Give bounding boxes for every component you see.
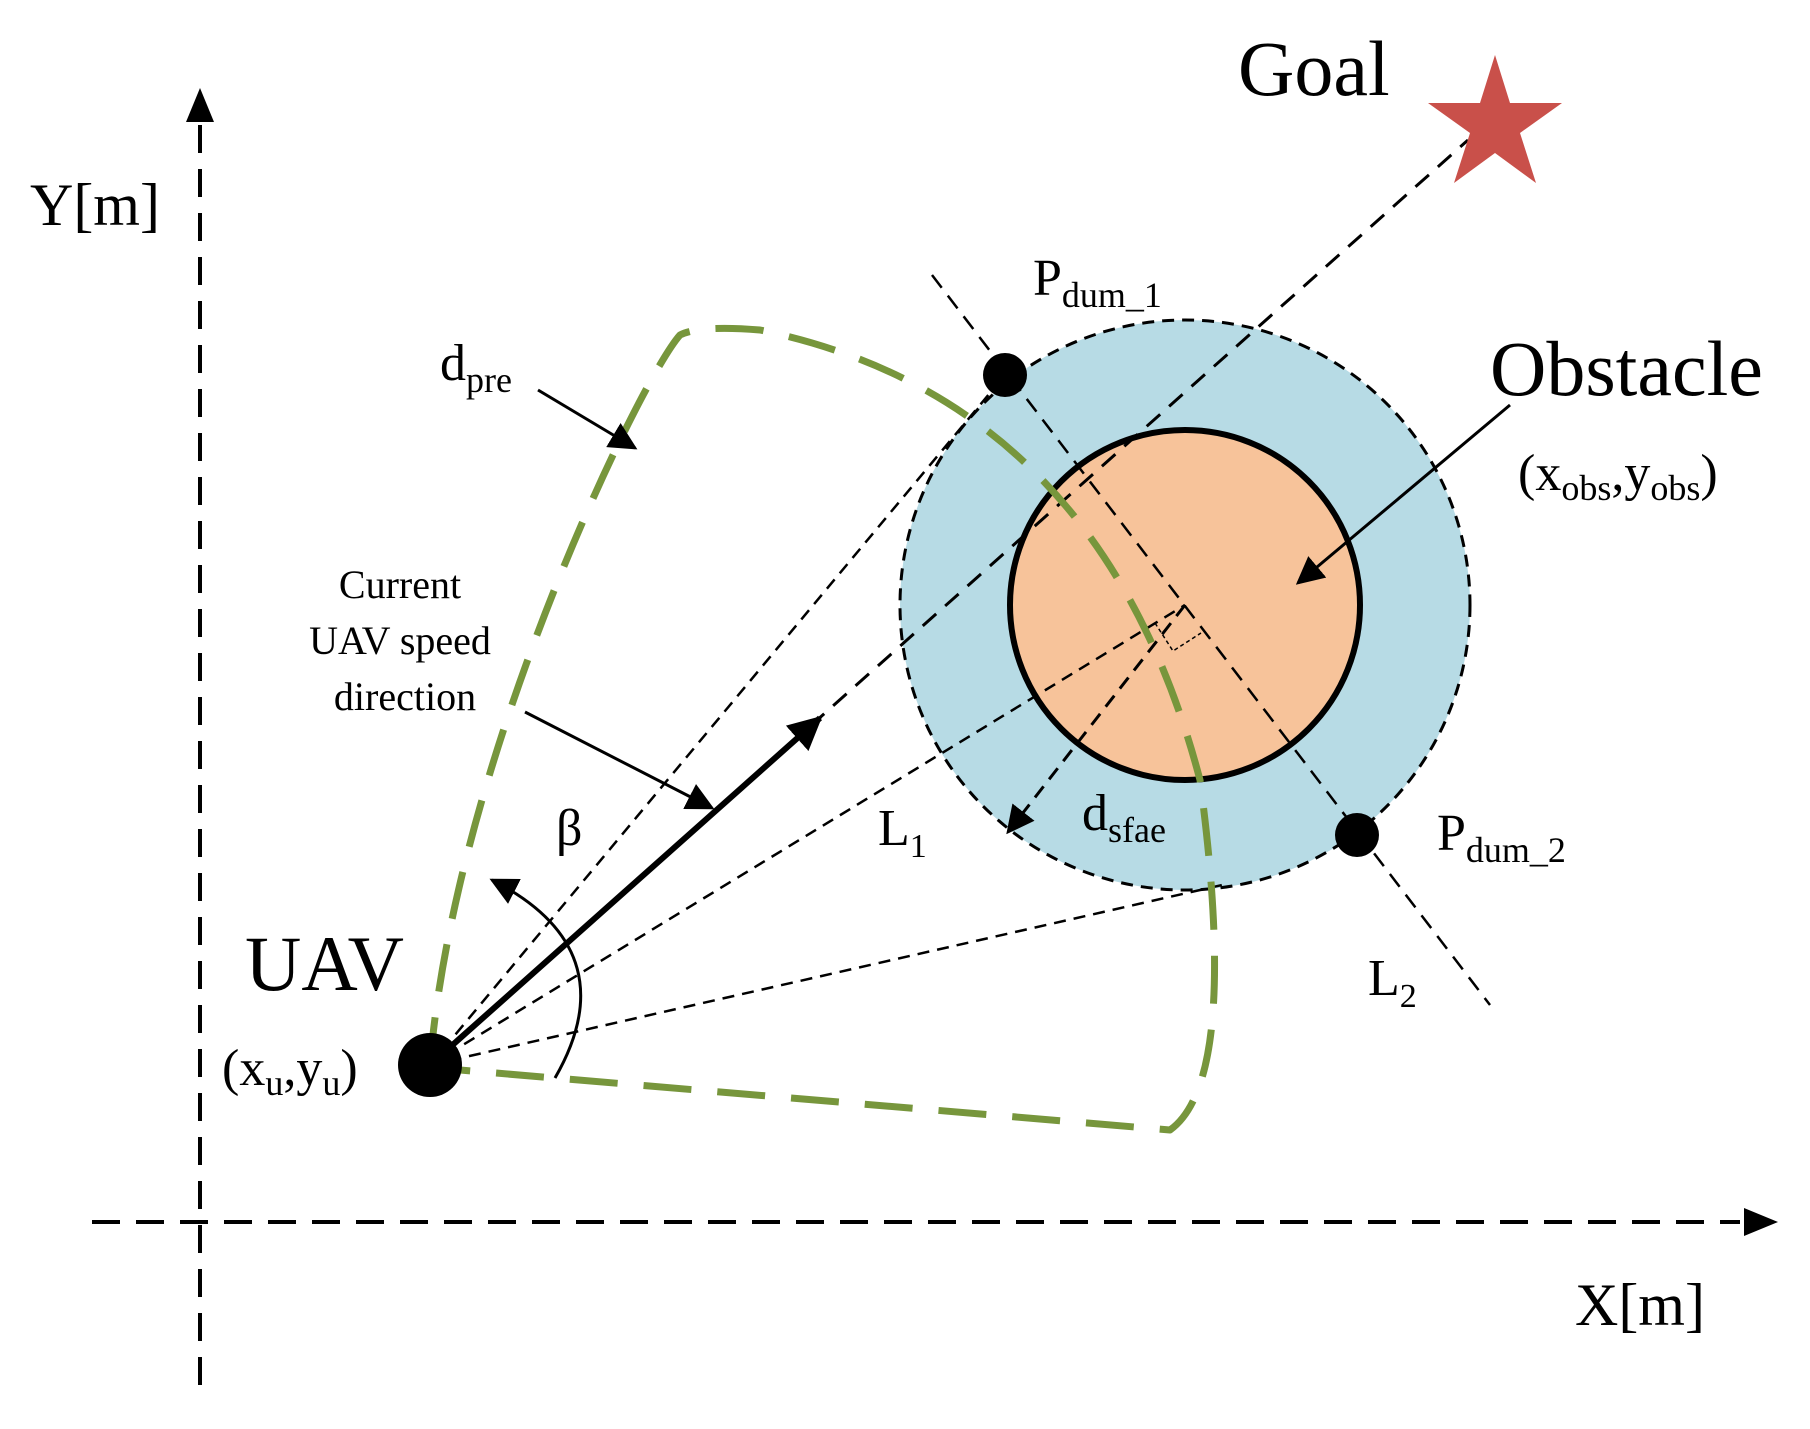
speed-direction-line-3: direction — [334, 674, 476, 719]
l2-label: L2 — [1368, 950, 1417, 1015]
speed-direction-line-2: UAV speed — [309, 618, 491, 663]
line-l1 — [429, 603, 1186, 1067]
y-axis-label: Y[m] — [30, 172, 160, 238]
d-pre-label: dpre — [440, 335, 512, 400]
tangent-line-lower — [429, 883, 1223, 1067]
p-dum-2-point — [1335, 813, 1379, 857]
speed-direction-line-1: Current — [339, 562, 461, 607]
tangent-line-pdum1 — [429, 374, 1006, 1066]
p-dum-1-label: Pdum_1 — [1033, 250, 1162, 315]
speed-label-pointer — [524, 710, 715, 810]
p-dum-2-label: Pdum_2 — [1437, 805, 1566, 870]
y-axis-arrow-icon — [186, 88, 214, 122]
line-l2 — [931, 274, 1491, 1006]
detection-boundary — [426, 324, 1219, 1134]
x-axis-arrow-icon — [1744, 1208, 1778, 1236]
obstacle-pointer — [1295, 403, 1511, 585]
x-axis-label: X[m] — [1575, 1272, 1705, 1338]
beta-label: β — [556, 800, 582, 857]
beta-angle-arc — [489, 878, 583, 1079]
speed-direction-label: Current UAV speed direction — [309, 562, 501, 719]
d-pre-pointer — [537, 388, 638, 450]
d-safe-label: dsfae — [1082, 785, 1166, 850]
uav-goal-line — [429, 138, 1469, 1067]
l1-label: L1 — [878, 800, 927, 865]
speed-direction-arrow — [428, 715, 823, 1068]
goal-star-icon — [1428, 55, 1562, 183]
obstacle-coordinates: (xobs,yobs) — [1518, 445, 1718, 508]
uav-label: UAV — [245, 920, 404, 1007]
goal-label: Goal — [1238, 25, 1390, 112]
uav-coordinates: (xu,yu) — [222, 1040, 358, 1103]
obstacle-label: Obstacle — [1490, 325, 1763, 412]
uav-point — [398, 1033, 462, 1097]
p-dum-1-point — [983, 353, 1027, 397]
d-safe-arrow — [1006, 604, 1187, 835]
